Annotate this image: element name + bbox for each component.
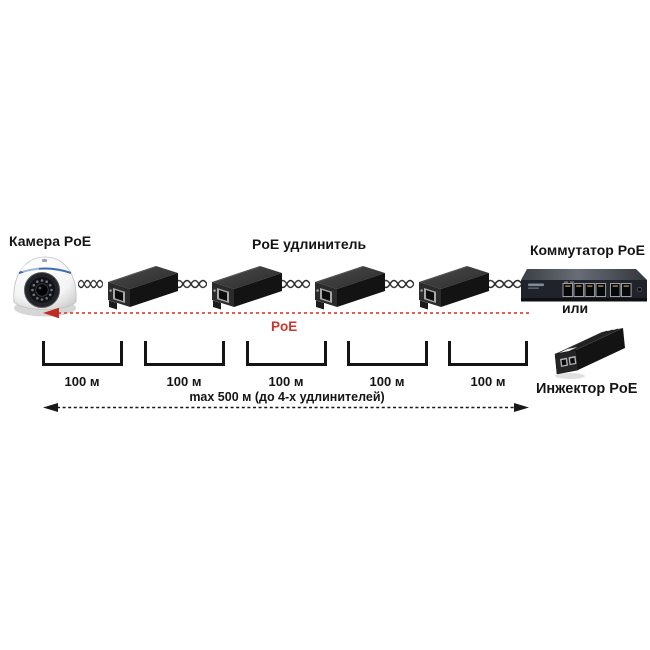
switch-brand-mark (528, 283, 544, 289)
injector-label: Инжектор PoE (536, 381, 638, 397)
poe-power-arrow (43, 307, 531, 319)
extender-label: PoE удлинитель (252, 236, 367, 252)
poe-injector-icon (554, 328, 625, 379)
or-label: или (562, 300, 589, 316)
span-bracket (42, 341, 123, 366)
poe-extender-icon (310, 257, 388, 313)
span-bracket (347, 341, 428, 366)
dome-camera-icon (13, 256, 77, 317)
camera-ir-leds (31, 279, 53, 301)
segment-length-label: 100 м (166, 374, 202, 389)
injector-rj45-ports (560, 355, 577, 367)
switch-rj45-ports (562, 283, 632, 297)
span-bracket (448, 341, 528, 366)
poe-switch-icon (521, 269, 647, 302)
poe-extender-icon (414, 257, 492, 313)
segment-length-label: 100 м (64, 374, 100, 389)
total-distance-label: max 500 м (до 4-х удлинителей) (189, 390, 385, 404)
poe-extender-icon (103, 257, 181, 313)
span-bracket (246, 341, 327, 366)
arrow-left-head (43, 403, 58, 412)
span-bracket (144, 341, 225, 366)
arrow-right-head (514, 403, 529, 412)
segment-length-label: 100 м (369, 374, 405, 389)
poe-line-label: PoE (271, 319, 298, 334)
twisted-pair-cable-icon (78, 277, 103, 291)
total-distance-arrow (43, 403, 529, 412)
poe-extender-icon (207, 257, 285, 313)
camera-top-mark (42, 259, 47, 262)
camera-label: Камера PoE (9, 233, 92, 249)
camera-lens (24, 272, 60, 308)
switch-label: Коммутатор PoE (530, 242, 645, 258)
injector-label-sticker (559, 347, 578, 353)
switch-reset-button (636, 286, 643, 293)
arrow-left-head (43, 307, 59, 319)
segment-length-label: 100 м (268, 374, 304, 389)
segment-length-label: 100 м (470, 374, 506, 389)
